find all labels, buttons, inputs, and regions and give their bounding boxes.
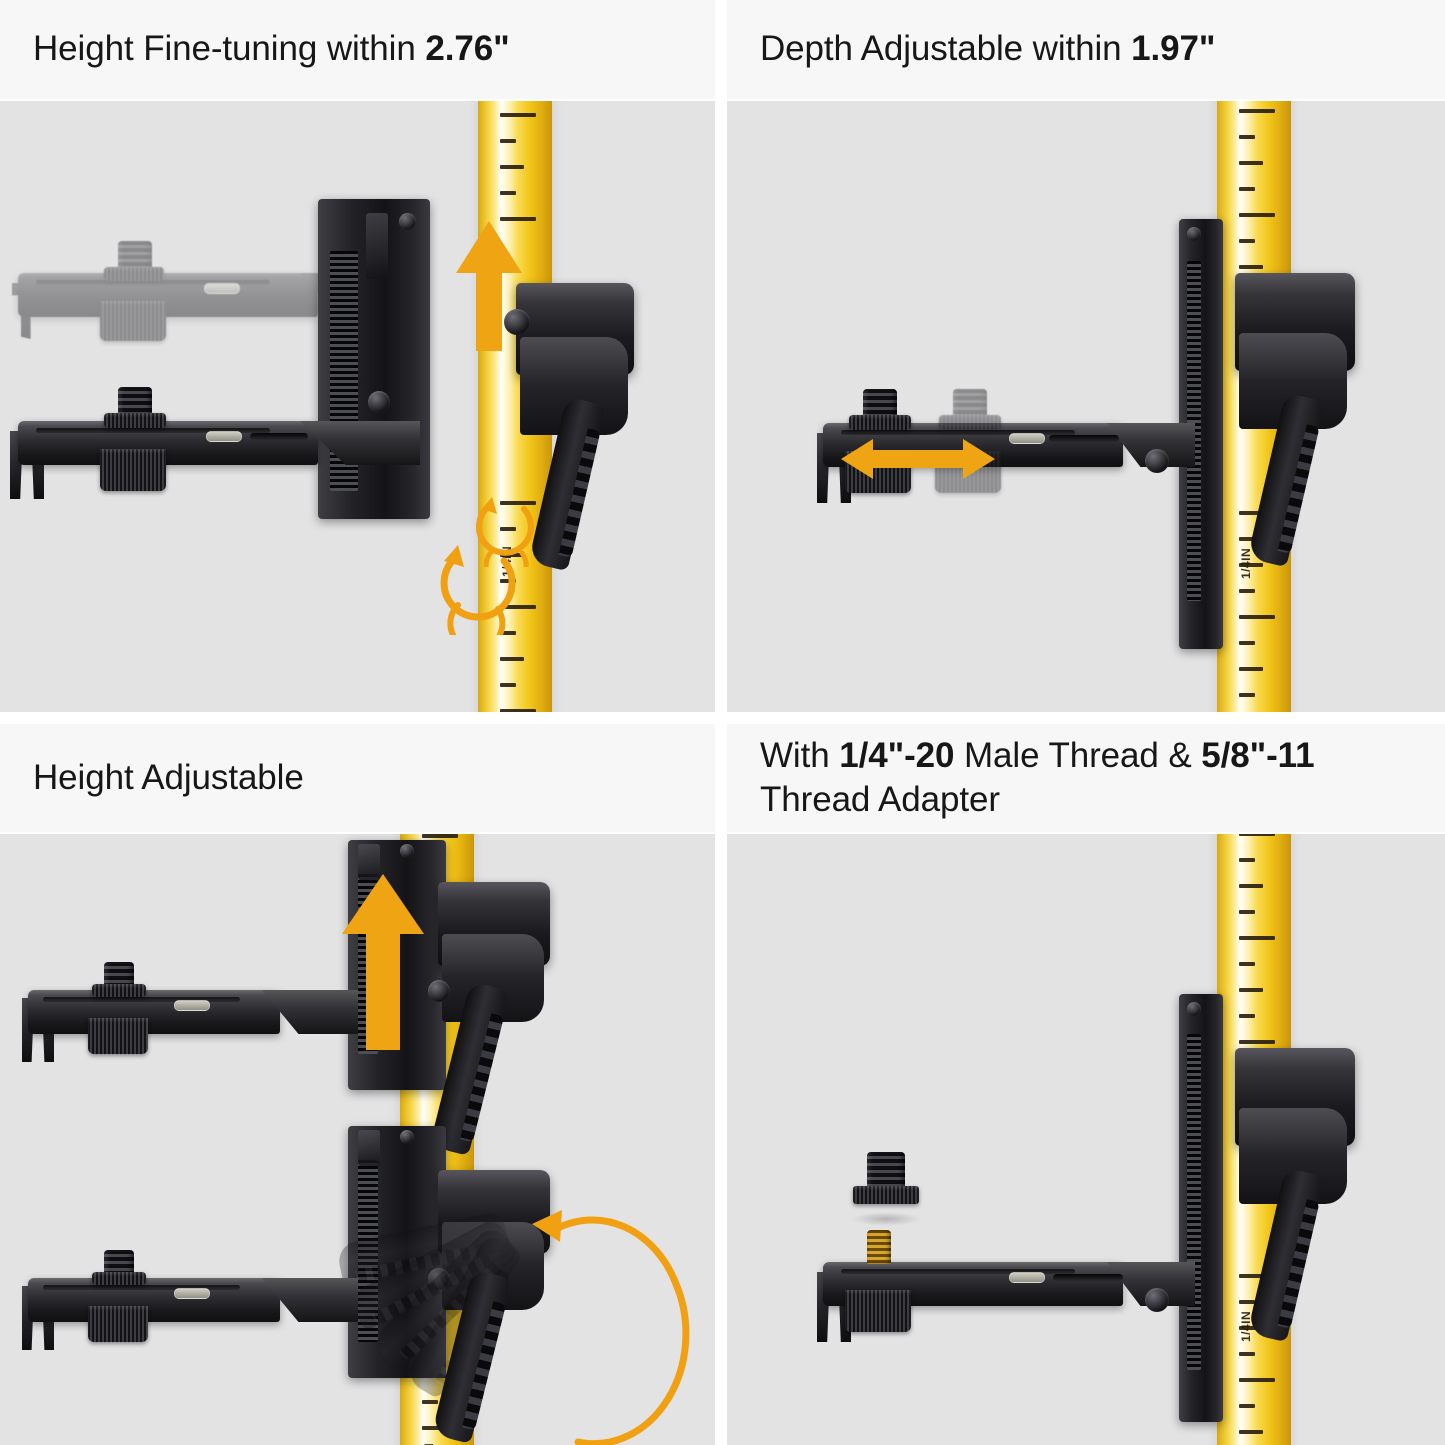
panel-2-image: 1/4IN [727,101,1445,712]
lever-serrations-2 [1277,424,1320,554]
clamp-pivot-pin-1 [504,309,530,335]
panel-1-title-highlight: 2.76" [425,29,510,69]
thread-knob-4[interactable] [845,1290,911,1332]
mount-window-3-lower [358,1130,380,1166]
panel-1-image: 1/4IN [0,101,715,712]
panel-2-title-highlight: 1.97" [1131,29,1216,69]
panel-3-titlebar: Height Adjustable [0,724,715,834]
panel-2-title-prefix: Depth Adjustable within [760,29,1132,69]
rod-unit-label-2: 1/4IN [1239,547,1253,579]
clamp-pivot-3-lower [428,1268,450,1290]
panel-1-title: Height Fine-tuning within 2.76" [33,27,510,71]
thread-stud-ghost-2 [953,389,987,427]
mount-window-1 [366,213,388,279]
mounting-arm-3-upper [28,990,280,1034]
rod-ticks [500,101,546,712]
arm-pivot-4 [1145,1288,1169,1312]
vertical-mount-body-4 [1179,994,1223,1422]
stud-collar-1 [104,413,166,428]
lever-serrations-4 [1277,1199,1320,1329]
mount-screw-3-upper [400,844,414,858]
brass-quarter-inch-stud-4 [867,1230,891,1264]
panel-4-image: 1/4IN [727,834,1445,1445]
thread-knob-3-upper[interactable] [88,1018,148,1054]
mount-screw-3-lower [400,1130,414,1144]
thread-stud-ghost [118,241,152,277]
lever-serrations-3-upper [460,1013,505,1143]
level-vial-3-upper [174,1000,210,1011]
height-up-arrow-1 [456,221,522,351]
panel-3-title: Height Adjustable [33,757,304,797]
rod-ticks [1239,834,1285,1445]
stud-collar-3-lower [92,1272,146,1285]
panel-2-title: Depth Adjustable within 1.97" [760,27,1215,71]
lever-rotate-arc-3 [532,1210,690,1445]
arm-pivot-2 [1145,449,1169,473]
depth-left-right-arrow-2 [841,439,995,479]
stud-collar-ghost-2 [939,415,1001,430]
thread-adapter-body-4[interactable] [867,1152,905,1192]
panel-3-image: 1/4IN 1/4IN [0,834,715,1445]
panel-4-title-highlight-1: 1/4"-20 [839,735,955,775]
thread-knob-ghost [100,301,166,341]
panel-2-titlebar: Depth Adjustable within 1.97" [727,0,1445,101]
stud-collar-2 [849,415,911,430]
arm-slot-1 [250,433,308,440]
mount-rack-teeth-4 [1187,1034,1201,1370]
level-vial-2 [1009,433,1045,444]
level-vial-4 [1009,1272,1045,1283]
thread-adapter-flange-4 [853,1186,919,1204]
clamp-pivot-3-upper [428,980,450,1002]
panel-height-fine-tuning: Height Fine-tuning within 2.76" [0,0,715,712]
panel-1-titlebar: Height Fine-tuning within 2.76" [0,0,715,101]
mount-rack-teeth-3-lower [358,1160,378,1342]
mounting-arm-ghost [18,273,318,317]
mount-hole-mid-1 [368,391,390,413]
panel-depth-adjustable: Depth Adjustable within 1.97" [727,0,1445,712]
mount-window-3-upper [358,844,380,880]
level-vial-ghost [204,283,240,294]
panel-4-title-prefix: With [760,735,840,775]
adapter-shadow-4 [851,1212,921,1226]
arm-slot-4 [1053,1274,1123,1281]
lever-serrations-1 [558,428,601,558]
panel-1-title-prefix: Height Fine-tuning within [33,29,426,69]
level-vial-1 [206,431,242,442]
panel-4-title-highlight-2: 5/8"-11 [1201,735,1315,775]
mount-screw-top-2 [1187,227,1201,241]
stud-collar-3-upper [92,984,146,997]
panel-4-title-line2: Thread Adapter [760,780,1000,819]
mounting-arm-3-lower [28,1278,280,1322]
rotation-marker-upper-1 [476,497,534,567]
level-vial-3-lower [174,1288,210,1299]
mount-screw-top-4 [1187,1002,1201,1016]
mounting-arm-1 [18,421,318,465]
arm-slot-2 [1049,435,1119,442]
thread-knob-1[interactable] [100,449,166,491]
mount-screw-top-1 [399,213,416,230]
rotation-marker-lower-1 [440,545,516,635]
height-up-arrow-3 [342,874,424,1050]
thread-knob-3-lower[interactable] [88,1306,148,1342]
panel-height-adjustable: Height Adjustable 1/4IN 1/4IN [0,724,715,1445]
stud-collar-ghost [104,267,164,281]
panel-4-title-mid: Male Thread & [954,735,1202,775]
rod-gloss [497,101,506,712]
